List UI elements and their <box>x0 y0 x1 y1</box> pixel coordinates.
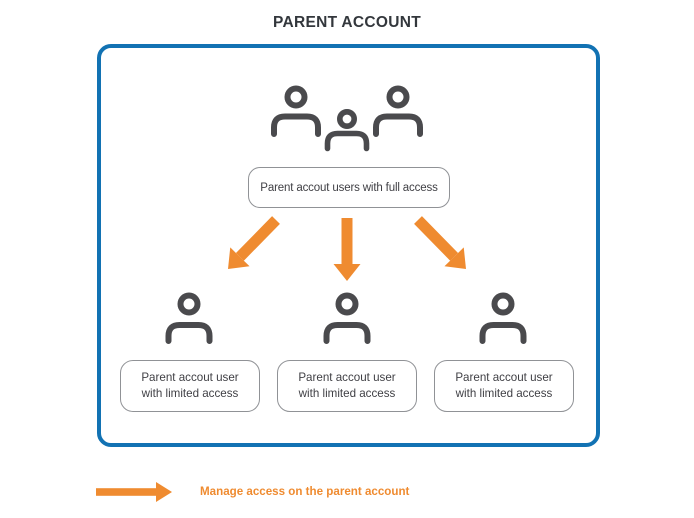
page-title: PARENT ACCOUNT <box>273 14 421 31</box>
limited-access-node-line1: Parent accout user <box>141 371 239 384</box>
full-access-node-label: Parent accout users with full access <box>260 181 438 194</box>
limited-access-node-line1: Parent accout user <box>455 371 553 384</box>
limited-access-node: Parent accout user with limited access <box>434 360 574 412</box>
right-arrow-icon <box>96 482 172 502</box>
user-icon <box>479 292 527 344</box>
limited-access-node-line2: with limited access <box>298 387 396 400</box>
full-access-node: Parent accout users with full access <box>248 167 450 208</box>
limited-access-node: Parent accout user with limited access <box>277 360 417 412</box>
limited-access-node: Parent accout user with limited access <box>120 360 260 412</box>
user-icon <box>165 292 213 344</box>
legend-label: Manage access on the parent account <box>200 485 410 498</box>
limited-access-node-line1: Parent accout user <box>298 371 396 384</box>
user-icon <box>323 292 371 344</box>
limited-access-node-line2: with limited access <box>455 387 553 400</box>
users-group-icon <box>271 84 423 154</box>
limited-access-node-line2: with limited access <box>141 387 239 400</box>
